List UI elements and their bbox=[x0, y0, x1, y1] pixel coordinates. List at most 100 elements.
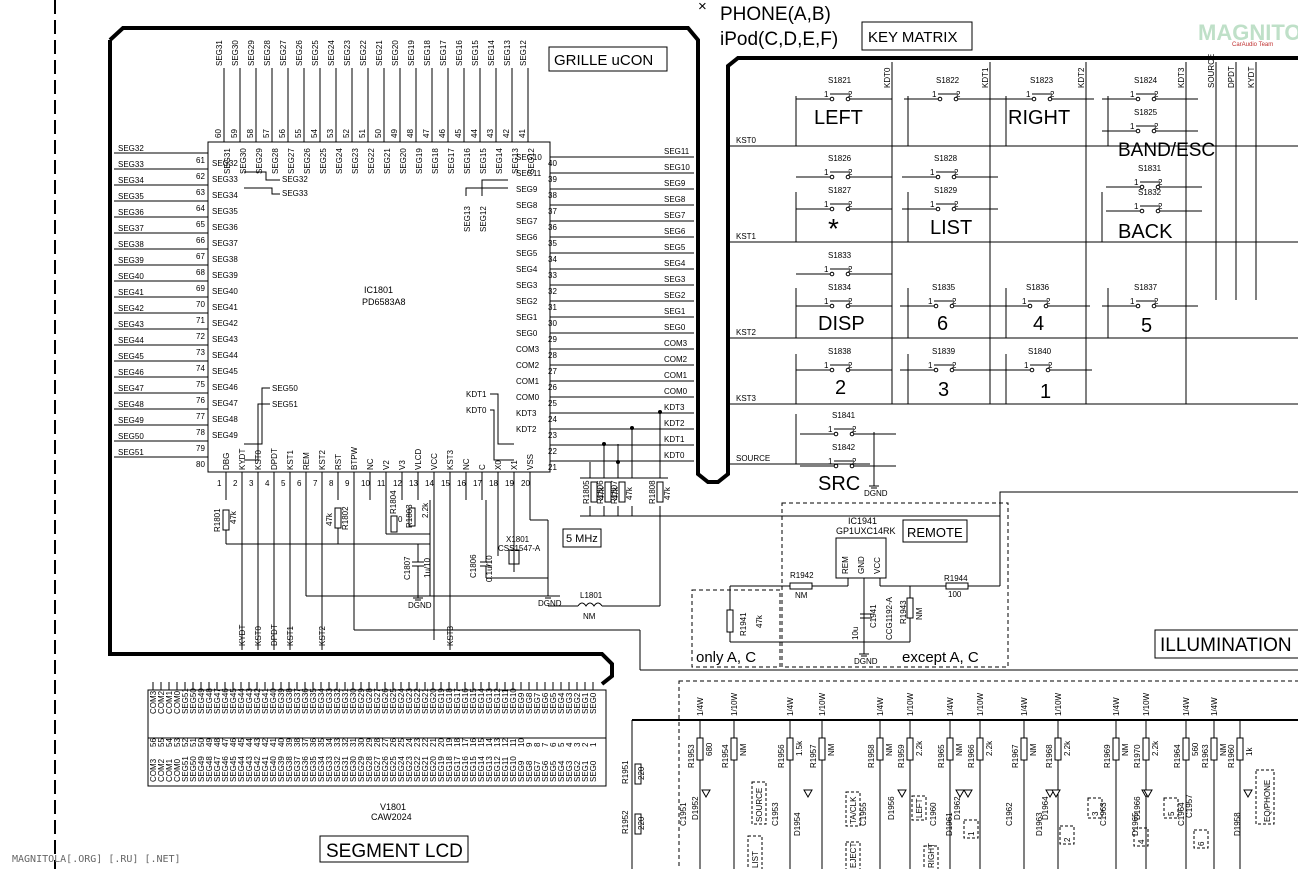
pin-number-30: 30 bbox=[548, 319, 557, 328]
pin-number-70: 70 bbox=[196, 300, 205, 309]
ic1941-part: GP1UXC14RK bbox=[836, 526, 896, 536]
value-r1966: 2.2k bbox=[985, 740, 994, 756]
pin-number-50: 50 bbox=[374, 129, 383, 138]
pin-number-75: 75 bbox=[196, 380, 205, 389]
pin-number-68: 68 bbox=[196, 268, 205, 277]
illum-tag-box bbox=[1255, 769, 1275, 825]
lcd-net-top-com3: COM3 bbox=[149, 690, 158, 714]
page-watermark: MAGNITOLA[.ORG] [.RU] [.NET] bbox=[12, 854, 181, 865]
lcd-net-top-seg14: SEG14 bbox=[477, 688, 486, 714]
net-label-seg42: SEG42 bbox=[118, 304, 144, 313]
key-col-label-kdt1: KDT1 bbox=[981, 67, 990, 88]
lcd-pin-number-52: 52 bbox=[181, 738, 190, 747]
switch-contact bbox=[1027, 303, 1033, 309]
pin-number-31: 31 bbox=[548, 303, 557, 312]
only-ac-label: only A, C bbox=[696, 649, 756, 666]
pin-number-60: 60 bbox=[214, 129, 223, 138]
pin-name-x0: X0 bbox=[494, 460, 503, 470]
net-label-seg1: SEG1 bbox=[664, 307, 686, 316]
lcd-net-bottom-seg16: SEG16 bbox=[461, 756, 470, 782]
net-label-seg49: SEG49 bbox=[118, 416, 144, 425]
switch-contact bbox=[845, 96, 851, 102]
pin-name-kst2: KST2 bbox=[318, 449, 327, 470]
lcd-pin-number-49: 49 bbox=[205, 738, 214, 747]
lcd-net-bottom-seg26: SEG26 bbox=[381, 756, 390, 782]
rating-5: 1/10W bbox=[906, 692, 915, 716]
lcd-net-top-com2: COM2 bbox=[157, 690, 166, 714]
net-label-kdt0: KDT0 bbox=[664, 451, 685, 460]
value-l1801: NM bbox=[583, 612, 596, 621]
net-label-seg14: SEG14 bbox=[487, 40, 496, 66]
lcd-pin-number-6: 6 bbox=[549, 742, 558, 747]
pin-name-com1: COM1 bbox=[516, 377, 540, 386]
lcd-net-top-seg40: SEG40 bbox=[269, 688, 278, 714]
switch-contact bbox=[1135, 303, 1141, 309]
key-matrix-box bbox=[861, 21, 973, 51]
lcd-net-top-seg30: SEG30 bbox=[349, 688, 358, 714]
switch-pin-1: 1 bbox=[824, 200, 829, 209]
rating-8: 1/4W bbox=[1020, 697, 1029, 716]
lcd-net-top-seg44: SEG44 bbox=[237, 688, 246, 714]
pin-name-seg40: SEG40 bbox=[212, 287, 238, 296]
ref-d1961: D1961 bbox=[945, 812, 954, 836]
pin-number-28: 28 bbox=[548, 351, 557, 360]
inner-net-seg13: SEG13 bbox=[463, 206, 472, 232]
pin-number-18: 18 bbox=[489, 479, 498, 488]
ref-d1954: D1954 bbox=[793, 812, 802, 836]
net-label-seg12: SEG12 bbox=[519, 40, 528, 66]
switch-ref-s1839: S1839 bbox=[932, 347, 956, 356]
pin-number-58: 58 bbox=[246, 129, 255, 138]
pin-number-38: 38 bbox=[548, 191, 557, 200]
pin-name-seg24: SEG24 bbox=[335, 148, 344, 174]
lcd-net-top-seg2: SEG2 bbox=[573, 692, 582, 714]
switch-contact bbox=[829, 206, 835, 212]
title-line-1: PHONE(A,B) bbox=[720, 4, 831, 25]
lcd-net-bottom-seg28: SEG28 bbox=[365, 756, 374, 782]
lcd-net-top-seg22: SEG22 bbox=[413, 688, 422, 714]
switch-pin-1: 1 bbox=[1130, 297, 1135, 306]
ref-d1956: D1956 bbox=[887, 796, 896, 820]
ref-r1957: R1957 bbox=[809, 744, 818, 768]
switch-contact bbox=[1135, 96, 1141, 102]
lcd-net-top-seg36: SEG36 bbox=[301, 688, 310, 714]
value-r1960: 1k bbox=[1245, 747, 1254, 756]
lcd-pin-number-10: 10 bbox=[517, 738, 526, 747]
pin-name-v3: V3 bbox=[398, 460, 407, 470]
lcd-net-bottom-seg42: SEG42 bbox=[253, 756, 262, 782]
switch-pin-2: 2 bbox=[1046, 297, 1051, 306]
ref-r1954: R1954 bbox=[721, 744, 730, 768]
lcd-net-bottom-seg27: SEG27 bbox=[373, 756, 382, 782]
switch-contact bbox=[845, 174, 851, 180]
illum-tag-source: SOURCE bbox=[755, 788, 764, 822]
pin-number-49: 49 bbox=[390, 129, 399, 138]
ref-r1969: R1969 bbox=[1103, 744, 1112, 768]
ref-d1963: D1963 bbox=[1035, 812, 1044, 836]
grille-board-outline-left bbox=[108, 40, 614, 686]
ic1801-body bbox=[207, 141, 551, 473]
pin-number-22: 22 bbox=[548, 447, 557, 456]
lcd-pin-number-40: 40 bbox=[277, 738, 286, 747]
pin-name-seg45: SEG45 bbox=[212, 367, 238, 376]
rating-3: 1/10W bbox=[818, 692, 827, 716]
net-label-kdt3: KDT3 bbox=[664, 403, 685, 412]
net-label-seg37: SEG37 bbox=[118, 224, 144, 233]
lcd-pin-number-36: 36 bbox=[309, 738, 318, 747]
pin-number-12: 12 bbox=[393, 479, 402, 488]
switch-ref-s1824: S1824 bbox=[1134, 76, 1158, 85]
lcd-net-top-seg12: SEG12 bbox=[493, 688, 502, 714]
ref-l1801: L1801 bbox=[580, 591, 603, 600]
switch-ref-s1828: S1828 bbox=[934, 154, 958, 163]
except-ac-label: except A, C bbox=[902, 649, 979, 666]
illum-tag-box bbox=[1059, 825, 1075, 845]
pin-number-47: 47 bbox=[422, 129, 431, 138]
switch-pin-2: 2 bbox=[848, 361, 853, 370]
switch-pin-1: 1 bbox=[1130, 122, 1135, 131]
diode-d1958 bbox=[1243, 789, 1253, 799]
pin-number-8: 8 bbox=[329, 479, 334, 488]
pin-number-72: 72 bbox=[196, 332, 205, 341]
lcd-pin-number-45: 45 bbox=[237, 738, 246, 747]
lcd-net-bottom-seg30: SEG30 bbox=[349, 756, 358, 782]
switch-contact bbox=[845, 303, 851, 309]
ground-label-4: DGND bbox=[864, 489, 888, 498]
key-col-label-dpdt: DPDT bbox=[1227, 66, 1236, 88]
